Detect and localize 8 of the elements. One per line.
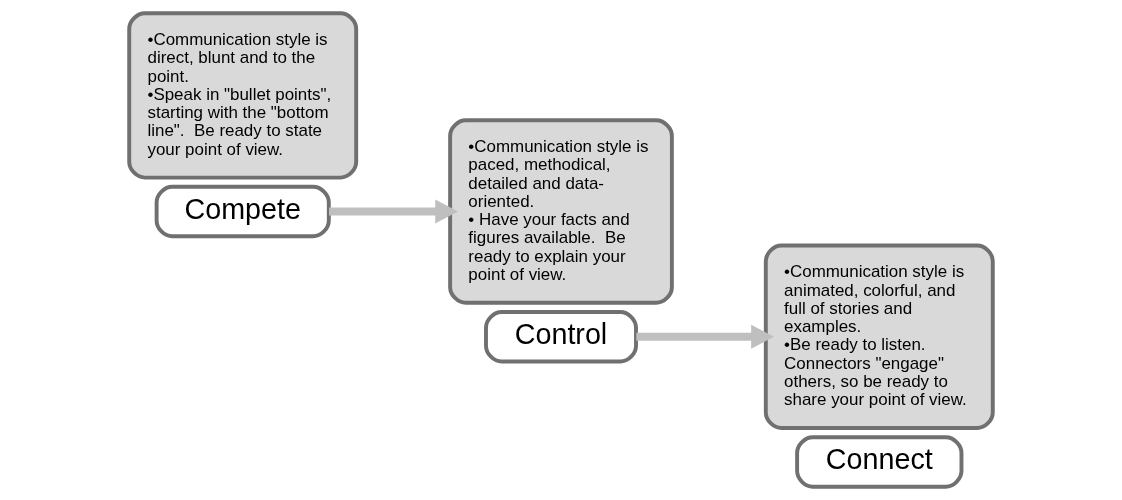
node-box: •Communication style is animated, colorful, and full of stories and examples. •Be ready to listen. Connectors "engage" others, so be ready to share your point of view. (763, 243, 995, 430)
node-box: Connect (795, 435, 964, 489)
node-box: Compete (154, 184, 331, 239)
arrow (636, 324, 774, 349)
node-box: Control (484, 310, 638, 364)
node-box: •Communication style is direct, blunt and to the point. •Speak in "bullet points", starting with the "bottom line". Be ready to state your point of view. (127, 11, 359, 180)
node-box: •Communication style is paced, methodical, detailed and data-oriented. • Have your facts and figures available. Be ready to explain your point of view. (448, 118, 674, 305)
arrow (329, 199, 458, 224)
